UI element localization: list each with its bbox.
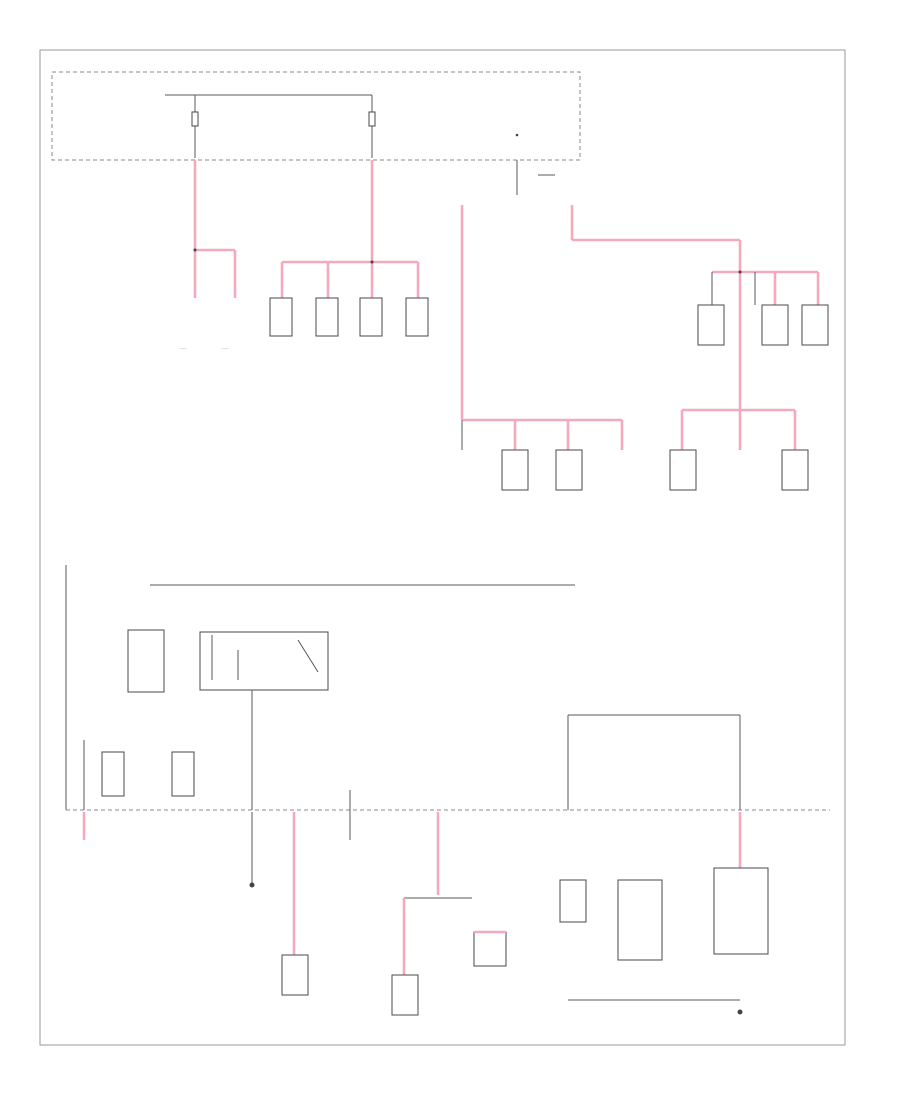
- ground-point-left: [249, 882, 255, 888]
- injector-1: [269, 297, 293, 337]
- coil-2: [781, 449, 809, 491]
- relay-right-2: [617, 879, 663, 961]
- bottom-section: [65, 565, 830, 1016]
- module-small-2: [171, 751, 195, 797]
- right-component-2: [761, 304, 789, 346]
- ground-point-right: [737, 1009, 743, 1015]
- relay-right-3: [713, 867, 769, 955]
- injector-4: [405, 297, 429, 337]
- splice-left: [193, 248, 197, 252]
- relay-center: [199, 631, 329, 691]
- module-small-1: [101, 751, 125, 797]
- fuse-right: [368, 111, 376, 127]
- splice-right-upper: [738, 270, 742, 274]
- splice-middle: [370, 260, 374, 264]
- connector-pin: [515, 133, 519, 137]
- middle-component-1: [501, 449, 529, 491]
- ignition-feed: [460, 160, 742, 420]
- mini-connector: [473, 931, 507, 967]
- middle-component-2: [555, 449, 583, 491]
- injector-3: [359, 297, 383, 337]
- diagram-border: [39, 49, 846, 1046]
- coil-1: [669, 449, 697, 491]
- underhood-fuse-block: [51, 71, 581, 161]
- injector-feed-circuit: [269, 160, 429, 337]
- right-upper-cluster: [697, 270, 829, 346]
- fuse-left: [191, 111, 199, 127]
- relay-right-1: [559, 879, 587, 923]
- sensor-lower-left: [391, 974, 419, 1016]
- underhood-fuse-block-outline: [51, 71, 581, 161]
- right-component-3: [801, 304, 829, 346]
- sensor-bottom: [281, 954, 309, 996]
- sensor-label-1: ·····: [180, 346, 187, 351]
- right-lower-cluster: [669, 408, 809, 491]
- middle-lower-cluster: [461, 418, 624, 491]
- relay-left: [127, 629, 165, 693]
- right-component-1: [697, 304, 725, 346]
- injector-2: [315, 297, 339, 337]
- sensor-label-2: ·····: [222, 346, 229, 351]
- left-feed-circuit: ····· ·····: [180, 160, 237, 351]
